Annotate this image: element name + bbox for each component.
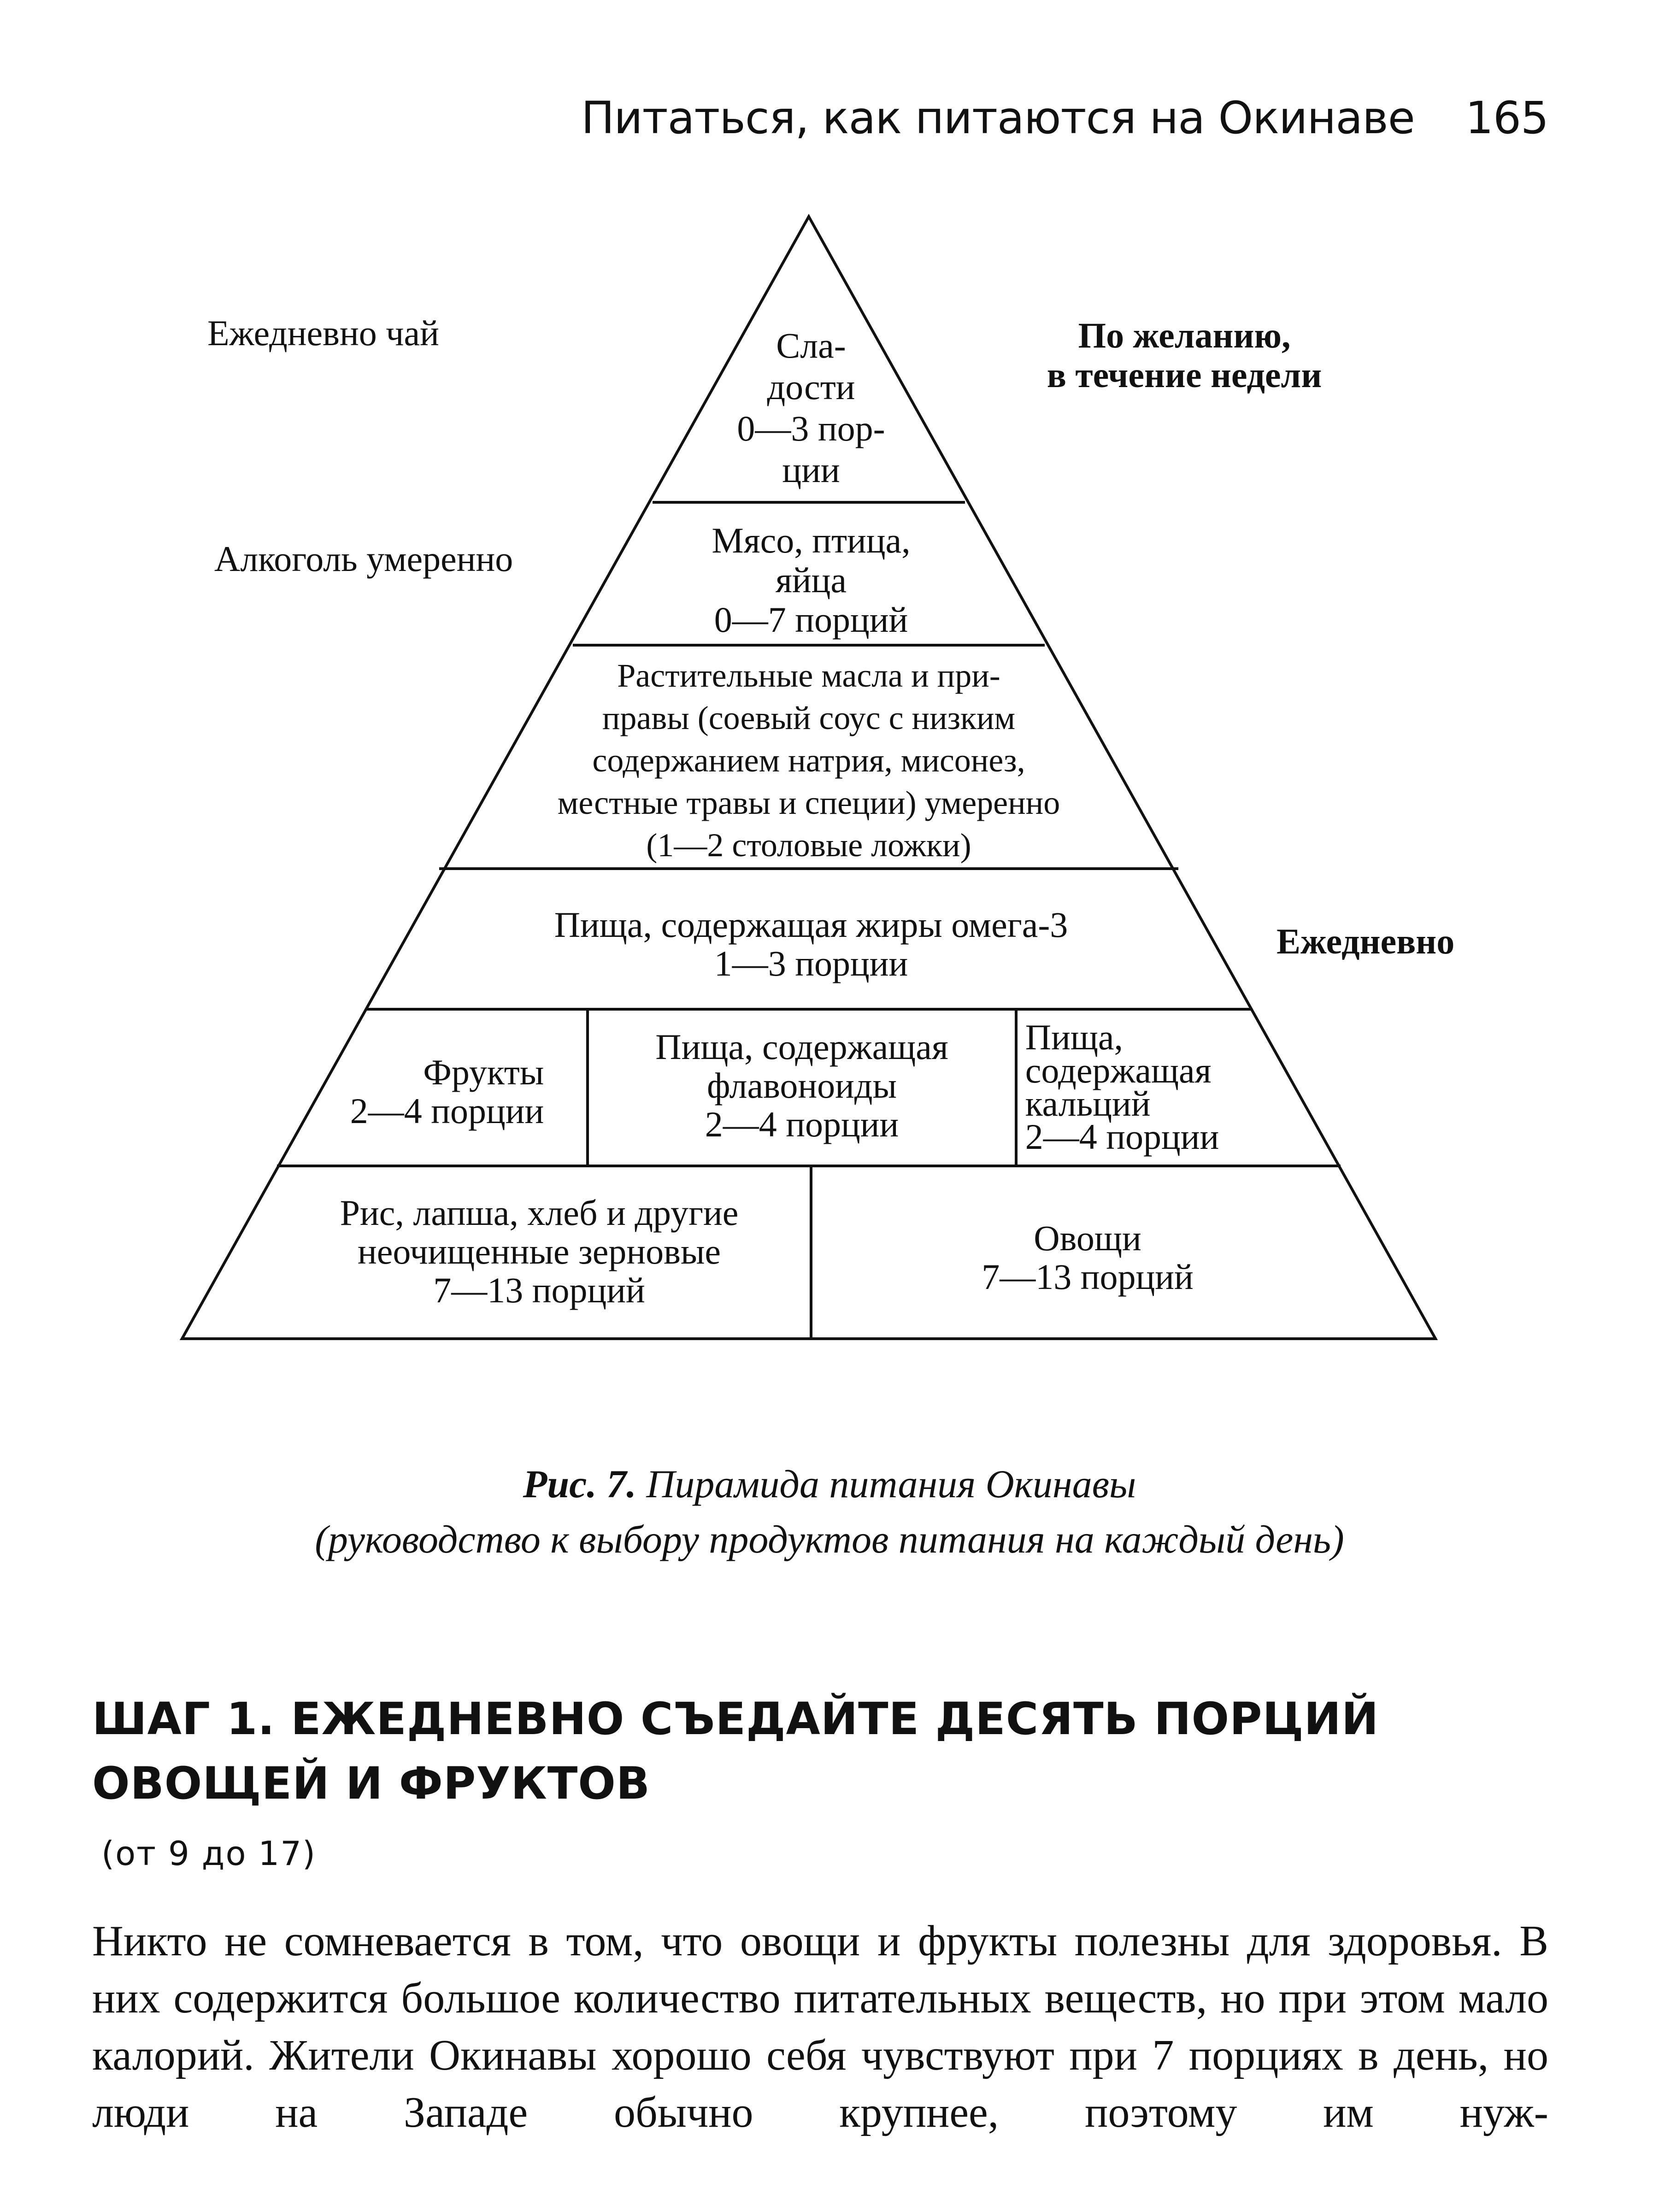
right-label-daily: Ежедневно bbox=[1277, 921, 1455, 961]
right-label-weekly: По желанию, в течение недели bbox=[1047, 315, 1322, 395]
running-header: Питаться, как питаются на Окинаве 165 bbox=[581, 92, 1549, 144]
left-label-alcohol: Алкоголь умеренно bbox=[214, 539, 513, 579]
section-title: ШАГ 1. ЕЖЕДНЕВНО СЪЕДАЙТЕ ДЕСЯТЬ ПОРЦИЙ … bbox=[92, 1693, 1379, 1809]
caption-line-2: (руководство к выбору продуктов питания … bbox=[315, 1517, 1344, 1561]
left-label-tea: Ежедневно чай bbox=[207, 313, 439, 353]
figure-caption: Рис. 7. Пирамида питания Окинавы (руково… bbox=[0, 1456, 1659, 1567]
cell-fruits: Фрукты 2—4 порции bbox=[350, 1052, 544, 1131]
tier-omega3: Пища, содержащая жиры омега-3 1—3 порции bbox=[554, 905, 1068, 983]
food-pyramid-diagram bbox=[179, 213, 1438, 1340]
caption-line-1: Пирамида питания Окинавы bbox=[646, 1462, 1136, 1506]
cell-vegetables: Овощи 7—13 порций bbox=[982, 1218, 1194, 1297]
running-title: Питаться, как питаются на Окинаве bbox=[581, 92, 1415, 144]
figure-label: Рис. 7. bbox=[523, 1462, 636, 1506]
section-subtitle: (от 9 до 17) bbox=[101, 1834, 317, 1873]
tier-sweets: Сла- дости 0—3 пор- ции bbox=[737, 325, 885, 490]
tier-meat: Мясо, птица, яйца 0—7 порций bbox=[712, 520, 911, 640]
body-paragraph: Никто не сомневается в том, что овощи и … bbox=[92, 1917, 1548, 2136]
pyramid-outline bbox=[179, 213, 1438, 1340]
page-number: 165 bbox=[1465, 92, 1549, 144]
cell-calcium: Пища, содержащая кальций 2—4 порции bbox=[1025, 1017, 1219, 1157]
cell-grains: Рис, лапша, хлеб и другие неочищенные зе… bbox=[340, 1193, 739, 1310]
tier-oils: Растительные масла и при- правы (соевый … bbox=[557, 657, 1060, 864]
cell-flavonoids: Пища, содержащая флавоноиды 2—4 порции bbox=[655, 1027, 948, 1144]
